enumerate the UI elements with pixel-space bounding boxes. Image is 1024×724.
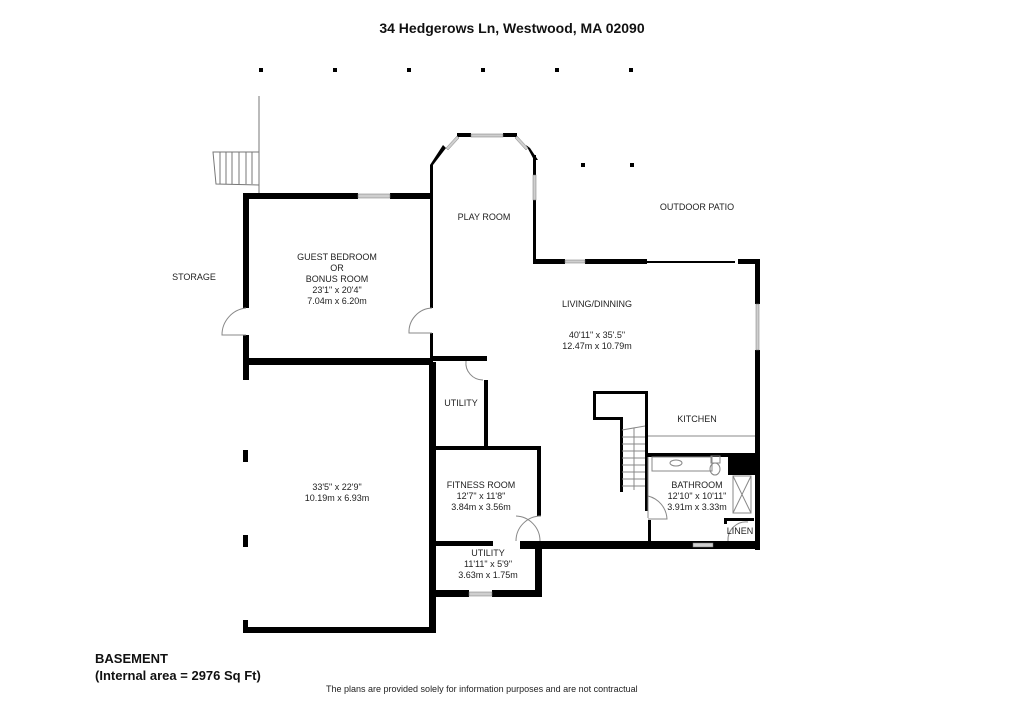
room-living-dining-dims: 40'11" x 35'.5" 12.47m x 10.79m: [562, 330, 632, 352]
room-dimensions-imperial: 23'1" x 20'4": [312, 285, 362, 295]
room-dimensions-metric: 3.84m x 3.56m: [451, 502, 511, 512]
room-dimensions-metric: 10.19m x 6.93m: [304, 493, 370, 503]
room-dimensions-metric: 7.04m x 6.20m: [307, 296, 367, 306]
room-dimensions-imperial: 40'11" x 35'.5": [568, 330, 626, 340]
room-name: BONUS ROOM: [305, 274, 369, 284]
internal-area: (Internal area = 2976 Sq Ft): [95, 668, 261, 683]
room-dimensions-metric: 3.91m x 3.33m: [667, 502, 727, 512]
room-utility-upper: UTILITY: [444, 398, 478, 408]
room-dimensions-imperial: 12'10" x 10'11": [667, 491, 727, 501]
room-storage: STORAGE: [172, 272, 216, 282]
room-bathroom: BATHROOM 12'10" x 10'11" 3.91m x 3.33m: [667, 480, 727, 513]
room-name: GUEST BEDROOM: [297, 252, 377, 262]
room-name: FITNESS ROOM: [446, 480, 516, 490]
room-dimensions-metric: 3.63m x 1.75m: [458, 570, 518, 580]
door-swings: [221, 307, 749, 542]
windows: [357, 133, 760, 597]
floor-summary: BASEMENT (Internal area = 2976 Sq Ft): [95, 650, 261, 684]
deck-posts: [259, 68, 634, 167]
property-address: 34 Hedgerows Ln, Westwood, MA 02090: [379, 20, 645, 36]
floor-name: BASEMENT: [95, 651, 168, 666]
room-play-room: PLAY ROOM: [457, 212, 511, 222]
room-fitness: FITNESS ROOM 12'7" x 11'8" 3.84m x 3.56m: [447, 480, 516, 513]
room-dimensions-metric: 12.47m x 10.79m: [562, 341, 632, 351]
room-living-dining: LIVING/DINNING: [561, 299, 633, 309]
room-guest-bedroom: GUEST BEDROOM OR BONUS ROOM 23'1" x 20'4…: [297, 252, 377, 307]
room-name: UTILITY: [471, 548, 505, 558]
exterior-stair-icon: [212, 96, 260, 193]
room-garage-area: 33'5" x 22'9" 10.19m x 6.93m: [305, 482, 370, 504]
room-linen: LINEN: [726, 526, 754, 536]
room-name-alt: OR: [330, 263, 344, 273]
room-dimensions-imperial: 12'7" x 11'8": [456, 491, 506, 501]
room-dimensions-imperial: 11'11" x 5'9": [463, 559, 513, 569]
interior-lines: [621, 425, 755, 518]
disclaimer: The plans are provided solely for inform…: [326, 684, 638, 694]
room-dimensions-imperial: 33'5" x 22'9": [312, 482, 362, 492]
room-name: BATHROOM: [671, 480, 723, 490]
room-kitchen: KITCHEN: [677, 414, 717, 424]
room-outdoor-patio: OUTDOOR PATIO: [659, 202, 735, 212]
walls: [243, 133, 760, 633]
room-utility-lower: UTILITY 11'11" x 5'9" 3.63m x 1.75m: [458, 548, 518, 581]
